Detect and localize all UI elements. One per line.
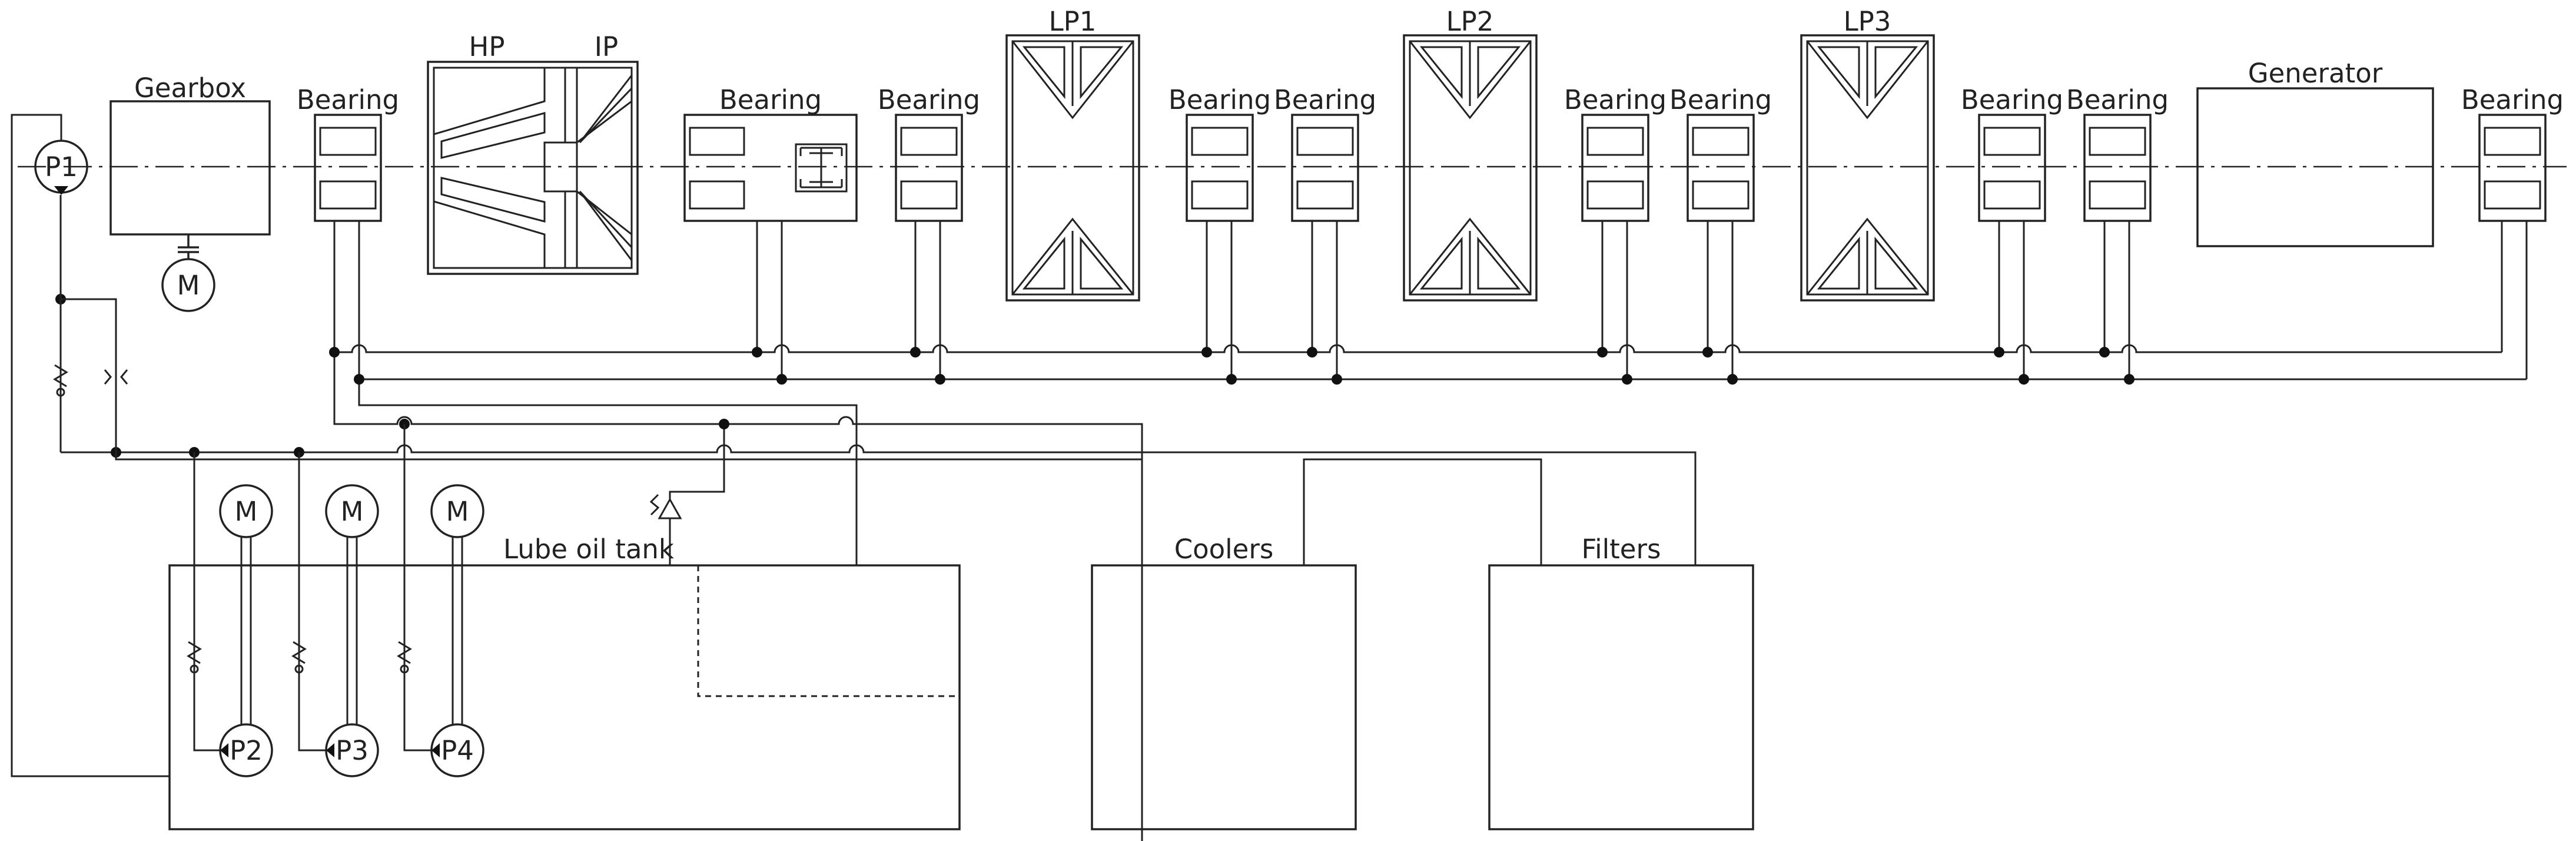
svg-text:P4: P4 [441,735,474,766]
gearbox-label: Gearbox [134,72,246,104]
svg-text:Bearing: Bearing [1669,84,1772,115]
svg-text:Bearing: Bearing [1961,84,2063,115]
svg-text:Coolers: Coolers [1174,534,1274,565]
svg-text:M: M [235,496,258,527]
lp2-turbine: LP2 [1403,6,1538,302]
gearbox: Gearbox M [109,72,271,312]
gearbox-motor: M [161,258,215,312]
svg-text:LP1: LP1 [1049,6,1097,37]
bearing-8: Bearing [1961,84,2063,222]
lp3-turbine: LP3 [1800,6,1935,302]
svg-text:Bearing: Bearing [1564,84,1667,115]
bearing-2-thrust: Bearing [683,84,858,222]
generator: Generator [2196,58,2434,247]
svg-text:Filters: Filters [1582,534,1661,565]
svg-text:P1: P1 [45,151,78,183]
p1-discharge-branch [53,195,128,452]
bearing-header-lines [61,344,2527,841]
pump-p4-assembly: M P4 [397,424,484,777]
bearing-6: Bearing [1564,84,1667,222]
svg-text:Bearing: Bearing [2461,84,2564,115]
lp1-turbine: LP1 [1005,6,1140,302]
hp-ip-turbine: HP IP [427,31,639,275]
bearing-4: Bearing [1169,84,1271,222]
bearing-10: Bearing [2461,84,2564,222]
filters: Filters [1488,534,1754,830]
svg-text:Bearing: Bearing [297,84,399,115]
svg-text:M: M [177,270,200,301]
svg-text:Lube oil tank: Lube oil tank [503,534,674,565]
bearing-3: Bearing [878,84,980,222]
lube-oil-tank: Lube oil tank [168,534,961,830]
pump-p1: P1 [34,140,88,195]
p1-suction-line [11,114,170,777]
bearing-7: Bearing [1669,84,1772,222]
svg-text:Bearing: Bearing [719,84,822,115]
relief-valve [649,491,695,565]
svg-text:LP3: LP3 [1844,6,1891,37]
svg-text:M: M [446,496,469,527]
ip-label: IP [595,31,618,62]
svg-text:Bearing: Bearing [878,84,980,115]
tank-to-coolers-pipe [115,452,1142,461]
svg-text:Bearing: Bearing [2066,84,2169,115]
svg-text:Generator: Generator [2248,58,2383,89]
hp-label: HP [469,31,505,62]
bearing-oil-pipes [333,221,2528,379]
svg-text:Bearing: Bearing [1274,84,1376,115]
bearing-9: Bearing [2066,84,2169,222]
junction-dots [55,294,2135,458]
svg-text:P2: P2 [230,735,263,766]
svg-text:M: M [341,496,364,527]
pump-p2-assembly: M P2 [187,452,273,777]
svg-text:LP2: LP2 [1446,6,1494,37]
pump-p3-assembly: M P3 [291,452,379,777]
coolers: Coolers [1091,534,1357,830]
cooler-filter-pipe [1303,458,1542,565]
bearing-5: Bearing [1274,84,1376,222]
svg-text:P3: P3 [336,735,369,766]
svg-text:Bearing: Bearing [1169,84,1271,115]
bearing-1: Bearing [297,84,399,222]
